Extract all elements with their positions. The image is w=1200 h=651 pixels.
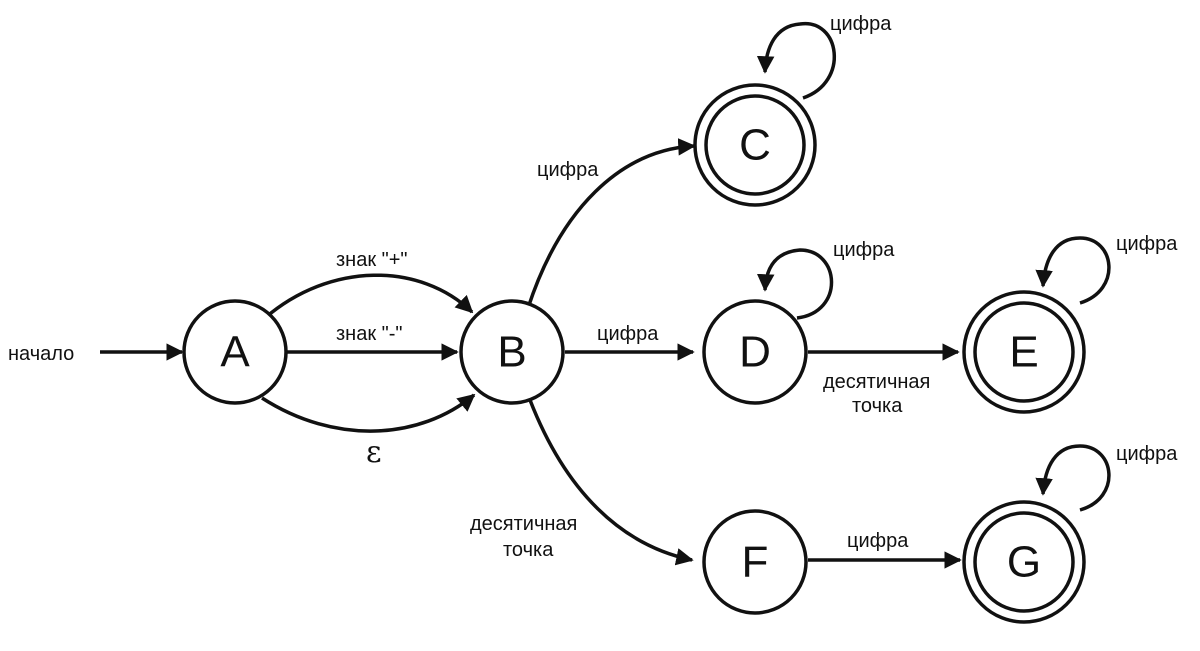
loop-d [756,248,834,320]
edge-a-b-plus [263,273,474,320]
label-a-b-minus: знак "-" [336,323,403,345]
label-c-loop: цифра [830,13,892,35]
state-e-accepting: E [962,290,1086,414]
state-a-label: A [220,328,250,377]
edge-b-c [526,138,696,309]
loop-c [756,22,837,100]
loop-e [1035,236,1111,305]
state-e-label: E [1009,328,1038,377]
state-f-label: F [742,538,769,587]
label-b-d: цифра [597,323,659,345]
label-g-loop: цифра [1116,443,1178,465]
state-a: A [182,299,288,405]
label-a-b-plus: знак "+" [336,249,408,271]
start-label: начало [8,343,74,365]
label-d-e-line2: точка [852,395,903,417]
label-e-loop: цифра [1116,233,1178,255]
label-b-c: цифра [537,159,599,181]
label-f-g: цифра [847,530,909,552]
state-g-label: G [1007,538,1041,587]
state-f: F [702,509,808,615]
state-d: D [702,299,808,405]
state-c-label: C [739,121,771,170]
label-d-e-line1: десятичная [823,371,930,393]
state-c-accepting: C [693,83,817,207]
state-d-label: D [739,328,771,377]
label-b-f-line1: десятичная [470,513,577,535]
state-b: B [459,299,565,405]
edge-a-b-epsilon [261,393,476,433]
loop-g [1035,444,1111,512]
label-d-loop: цифра [833,239,895,261]
edge-b-f [528,399,694,566]
label-b-f-line2: точка [503,539,554,561]
label-a-b-epsilon: ε [366,435,382,470]
state-g-accepting: G [962,500,1086,624]
state-b-label: B [497,328,526,377]
